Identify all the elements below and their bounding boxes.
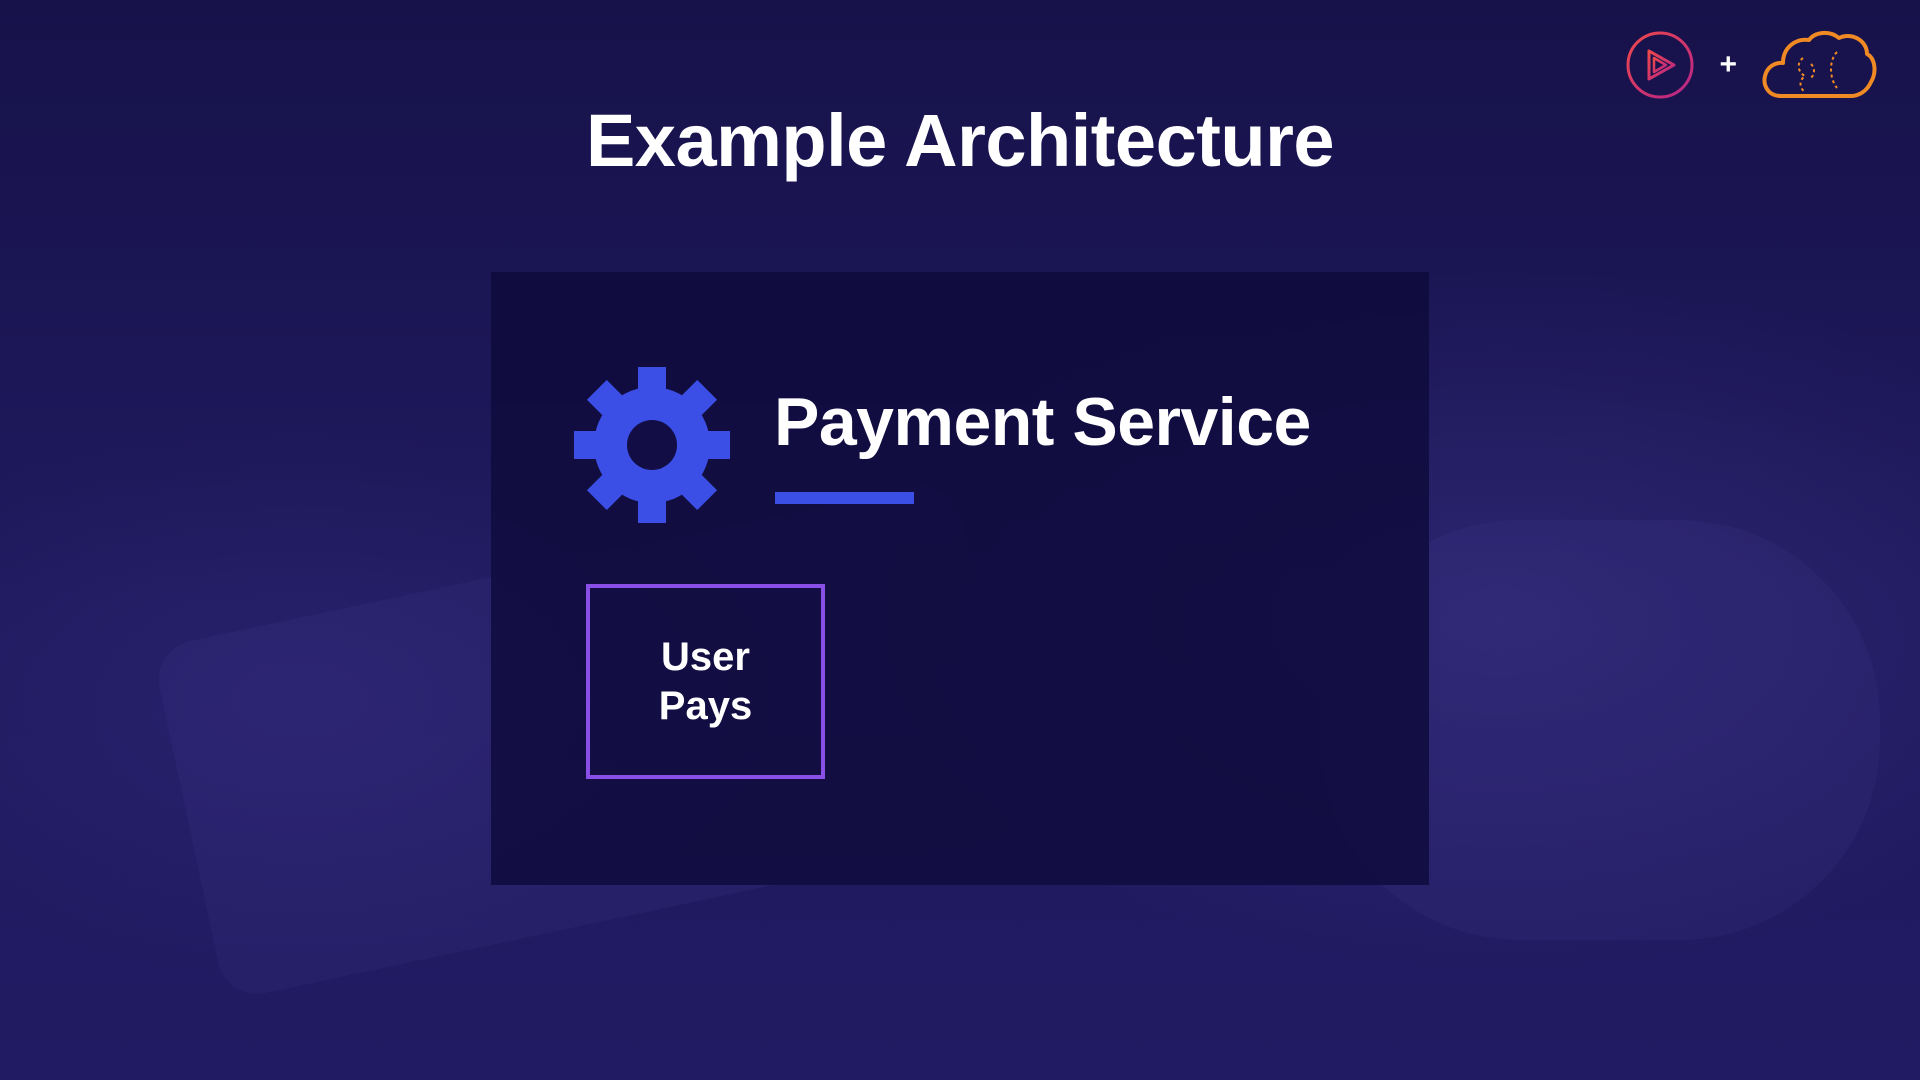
node-label: User Pays [658, 634, 753, 728]
logo-separator: + [1719, 48, 1737, 81]
gear-icon [574, 367, 730, 523]
service-title: Payment Service [774, 384, 1311, 460]
title-underline [775, 492, 914, 504]
slide-title: Example Architecture [585, 99, 1335, 182]
brand-logos: + [1625, 28, 1877, 102]
cloud-icon [1762, 31, 1877, 98]
architecture-panel [491, 272, 1429, 885]
user-pays-node: User Pays [586, 584, 825, 779]
play-icon [1626, 31, 1694, 99]
